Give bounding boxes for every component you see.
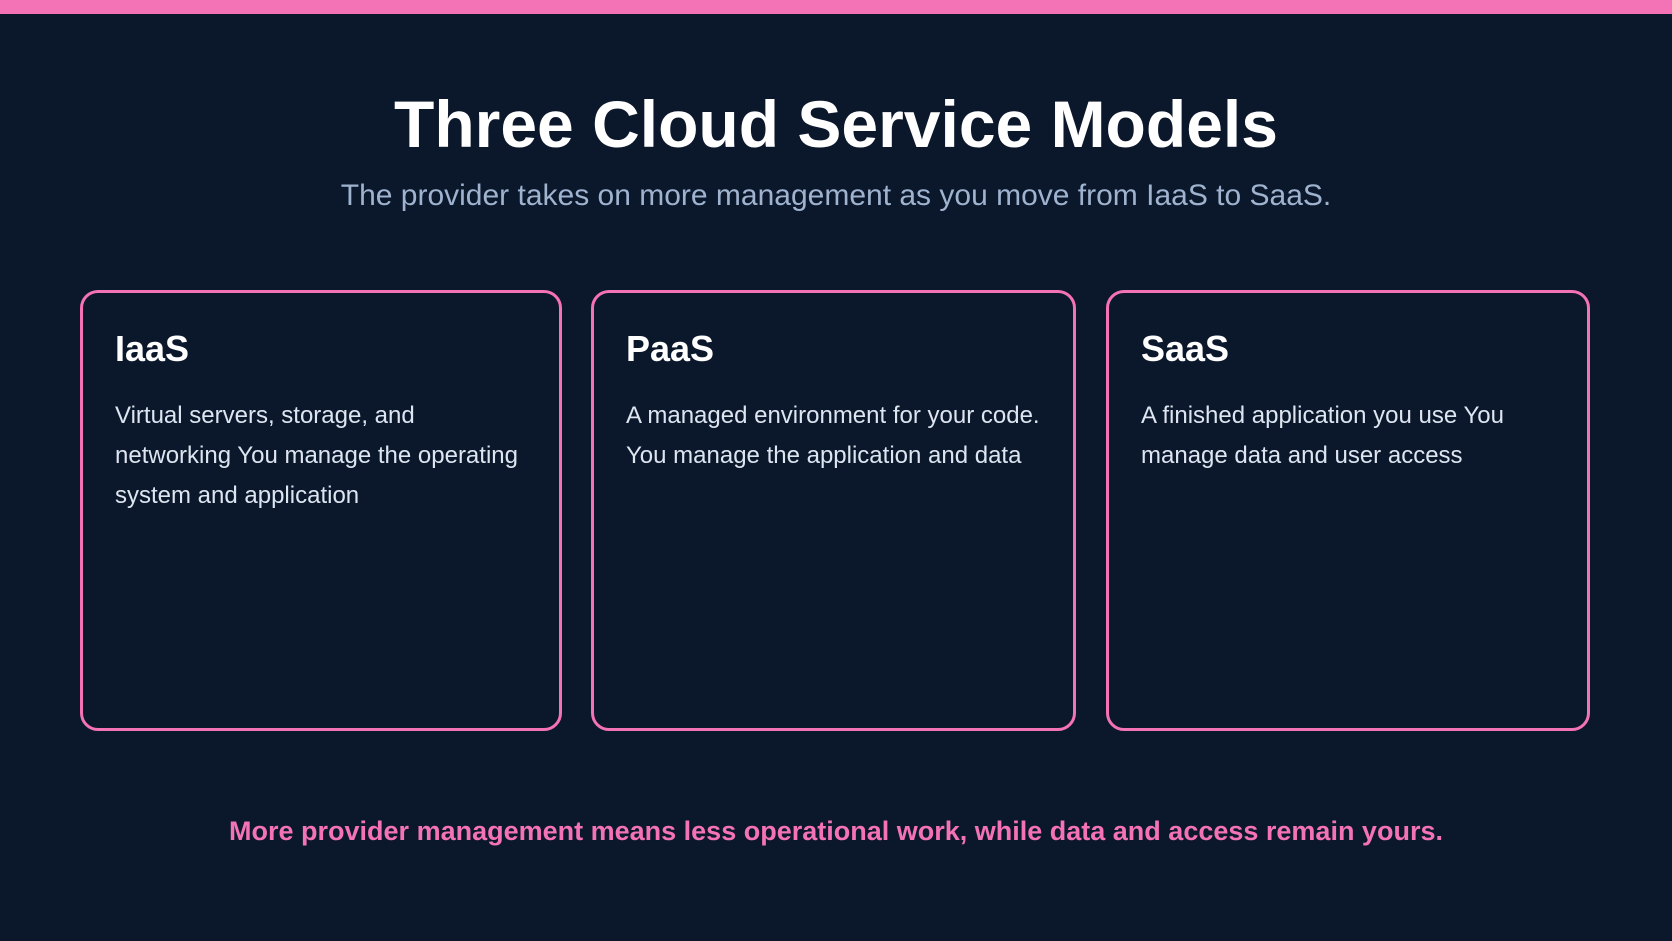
card-title-saas: SaaS [1141,328,1230,369]
top-accent-bar [0,0,1672,14]
card-title-iaas: IaaS [115,328,190,369]
page-title: Three Cloud Service Models [394,87,1278,161]
card-description-saas: A finished application you use You manag… [1141,402,1504,469]
card-description-iaas: Virtual servers, storage, and networking… [115,402,518,509]
card-title-paas: PaaS [626,328,715,369]
card-iaas: IaaS Virtual servers, storage, and netwo… [80,290,562,731]
page-subtitle: The provider takes on more management as… [340,179,1332,212]
card-paas: PaaS A managed environment for your code… [591,290,1076,731]
card-saas: SaaS A finished application you use You … [1106,290,1590,731]
footer-note: More provider management means less oper… [229,816,1443,846]
card-description-paas: A managed environment for your code. You… [626,402,1040,469]
